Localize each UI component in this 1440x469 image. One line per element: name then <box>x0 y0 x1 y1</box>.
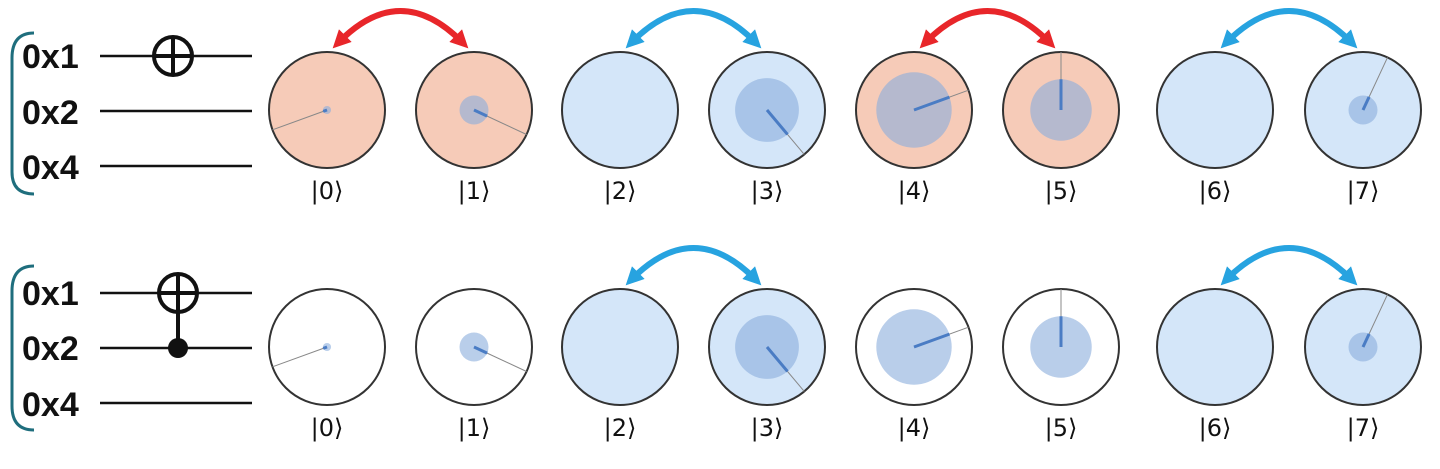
ket-label-4: |4⟩ <box>898 414 931 442</box>
ket-label-0: |0⟩ <box>311 414 344 442</box>
ket-label-1: |1⟩ <box>458 414 491 442</box>
state-circle-outline <box>1156 288 1274 406</box>
state-circle-7 <box>1304 51 1422 169</box>
state-circle-6 <box>1156 51 1274 169</box>
state-circle-2 <box>561 288 679 406</box>
swap-arrow-6-7 <box>1220 8 1358 49</box>
state-circle-5 <box>1002 288 1120 406</box>
ket-label-6: |6⟩ <box>1199 414 1232 442</box>
ket-label-7: |7⟩ <box>1347 414 1380 442</box>
state-circles: |0⟩ |1⟩ |2⟩ |3⟩ |4⟩ |5⟩ |6⟩ |7⟩ <box>268 288 1422 442</box>
swap-arrows <box>625 245 1358 286</box>
ket-label-1: |1⟩ <box>458 177 491 205</box>
control-dot-icon <box>168 338 188 358</box>
phase-indicator <box>473 345 488 355</box>
magnitude-disc <box>876 72 952 148</box>
swap-arrow-0-1 <box>332 8 469 49</box>
ket-label-5: |5⟩ <box>1045 414 1078 442</box>
qubit-label-0x4: 0x4 <box>22 386 79 424</box>
ket-label-4: |4⟩ <box>898 177 931 205</box>
state-circle-3 <box>708 51 826 169</box>
state-circle-outline <box>561 51 679 169</box>
state-circle-6 <box>1156 288 1274 406</box>
phase-guide-line <box>272 109 328 131</box>
qubit-label-0x1: 0x1 <box>22 38 79 76</box>
state-circle-7 <box>1304 288 1422 406</box>
phase-indicator <box>322 345 328 350</box>
phase-indicator <box>473 108 488 118</box>
swap-arrow-2-3 <box>625 8 762 49</box>
state-circle-2 <box>561 51 679 169</box>
swap-arrow-4-5 <box>919 8 1056 49</box>
state-circle-5 <box>1002 51 1120 169</box>
swap-arrow-6-7 <box>1220 245 1358 286</box>
state-circle-4 <box>855 288 973 406</box>
state-circle-0 <box>268 288 386 406</box>
state-circle-1 <box>415 288 533 406</box>
state-circles: |0⟩ |1⟩ |2⟩ |3⟩ |4⟩ |5⟩ |6⟩ |7⟩ <box>268 51 1422 205</box>
not-gate-icon <box>152 35 194 77</box>
ket-label-0: |0⟩ <box>311 177 344 205</box>
phase-indicator <box>913 332 950 349</box>
ket-label-2: |2⟩ <box>604 177 637 205</box>
register-bracket <box>10 31 35 196</box>
phase-indicator <box>765 346 789 373</box>
qubit-label-0x2: 0x2 <box>22 94 79 132</box>
qubit-label-0x2: 0x2 <box>22 330 79 368</box>
swap-arrows <box>332 8 1358 49</box>
ket-label-5: |5⟩ <box>1045 177 1078 205</box>
phase-indicator <box>1361 96 1371 111</box>
ket-label-7: |7⟩ <box>1347 177 1380 205</box>
phase-indicator <box>765 109 789 136</box>
state-circle-3 <box>708 288 826 406</box>
qubit-label-0x1: 0x1 <box>22 275 79 313</box>
register-bracket <box>10 264 35 432</box>
ket-label-2: |2⟩ <box>604 414 637 442</box>
qubit-label-0x4: 0x4 <box>22 149 79 187</box>
phase-indicator <box>913 95 950 112</box>
ket-label-3: |3⟩ <box>751 414 784 442</box>
panel-cnot-gate: 0x1 0x2 0x4 |0⟩ |1⟩ |2⟩ |3⟩ |4⟩ |5⟩ |6⟩ |7⟩ <box>10 245 1422 442</box>
state-circle-1 <box>415 51 533 169</box>
swap-arrow-2-3 <box>625 245 762 286</box>
ket-label-6: |6⟩ <box>1199 177 1232 205</box>
state-circle-outline <box>1156 51 1274 169</box>
state-circle-0 <box>268 51 386 169</box>
phase-indicator <box>322 108 328 113</box>
phase-guide-line <box>272 346 328 368</box>
phase-indicator <box>1361 333 1371 348</box>
state-circle-outline <box>561 288 679 406</box>
state-circle-4 <box>855 51 973 169</box>
ket-label-3: |3⟩ <box>751 177 784 205</box>
cnot-target-icon <box>157 272 199 314</box>
panel-not-gate: 0x1 0x2 0x4 |0⟩ |1⟩ |2⟩ |3⟩ |4⟩ |5⟩ |6⟩ |7⟩ <box>10 8 1422 205</box>
